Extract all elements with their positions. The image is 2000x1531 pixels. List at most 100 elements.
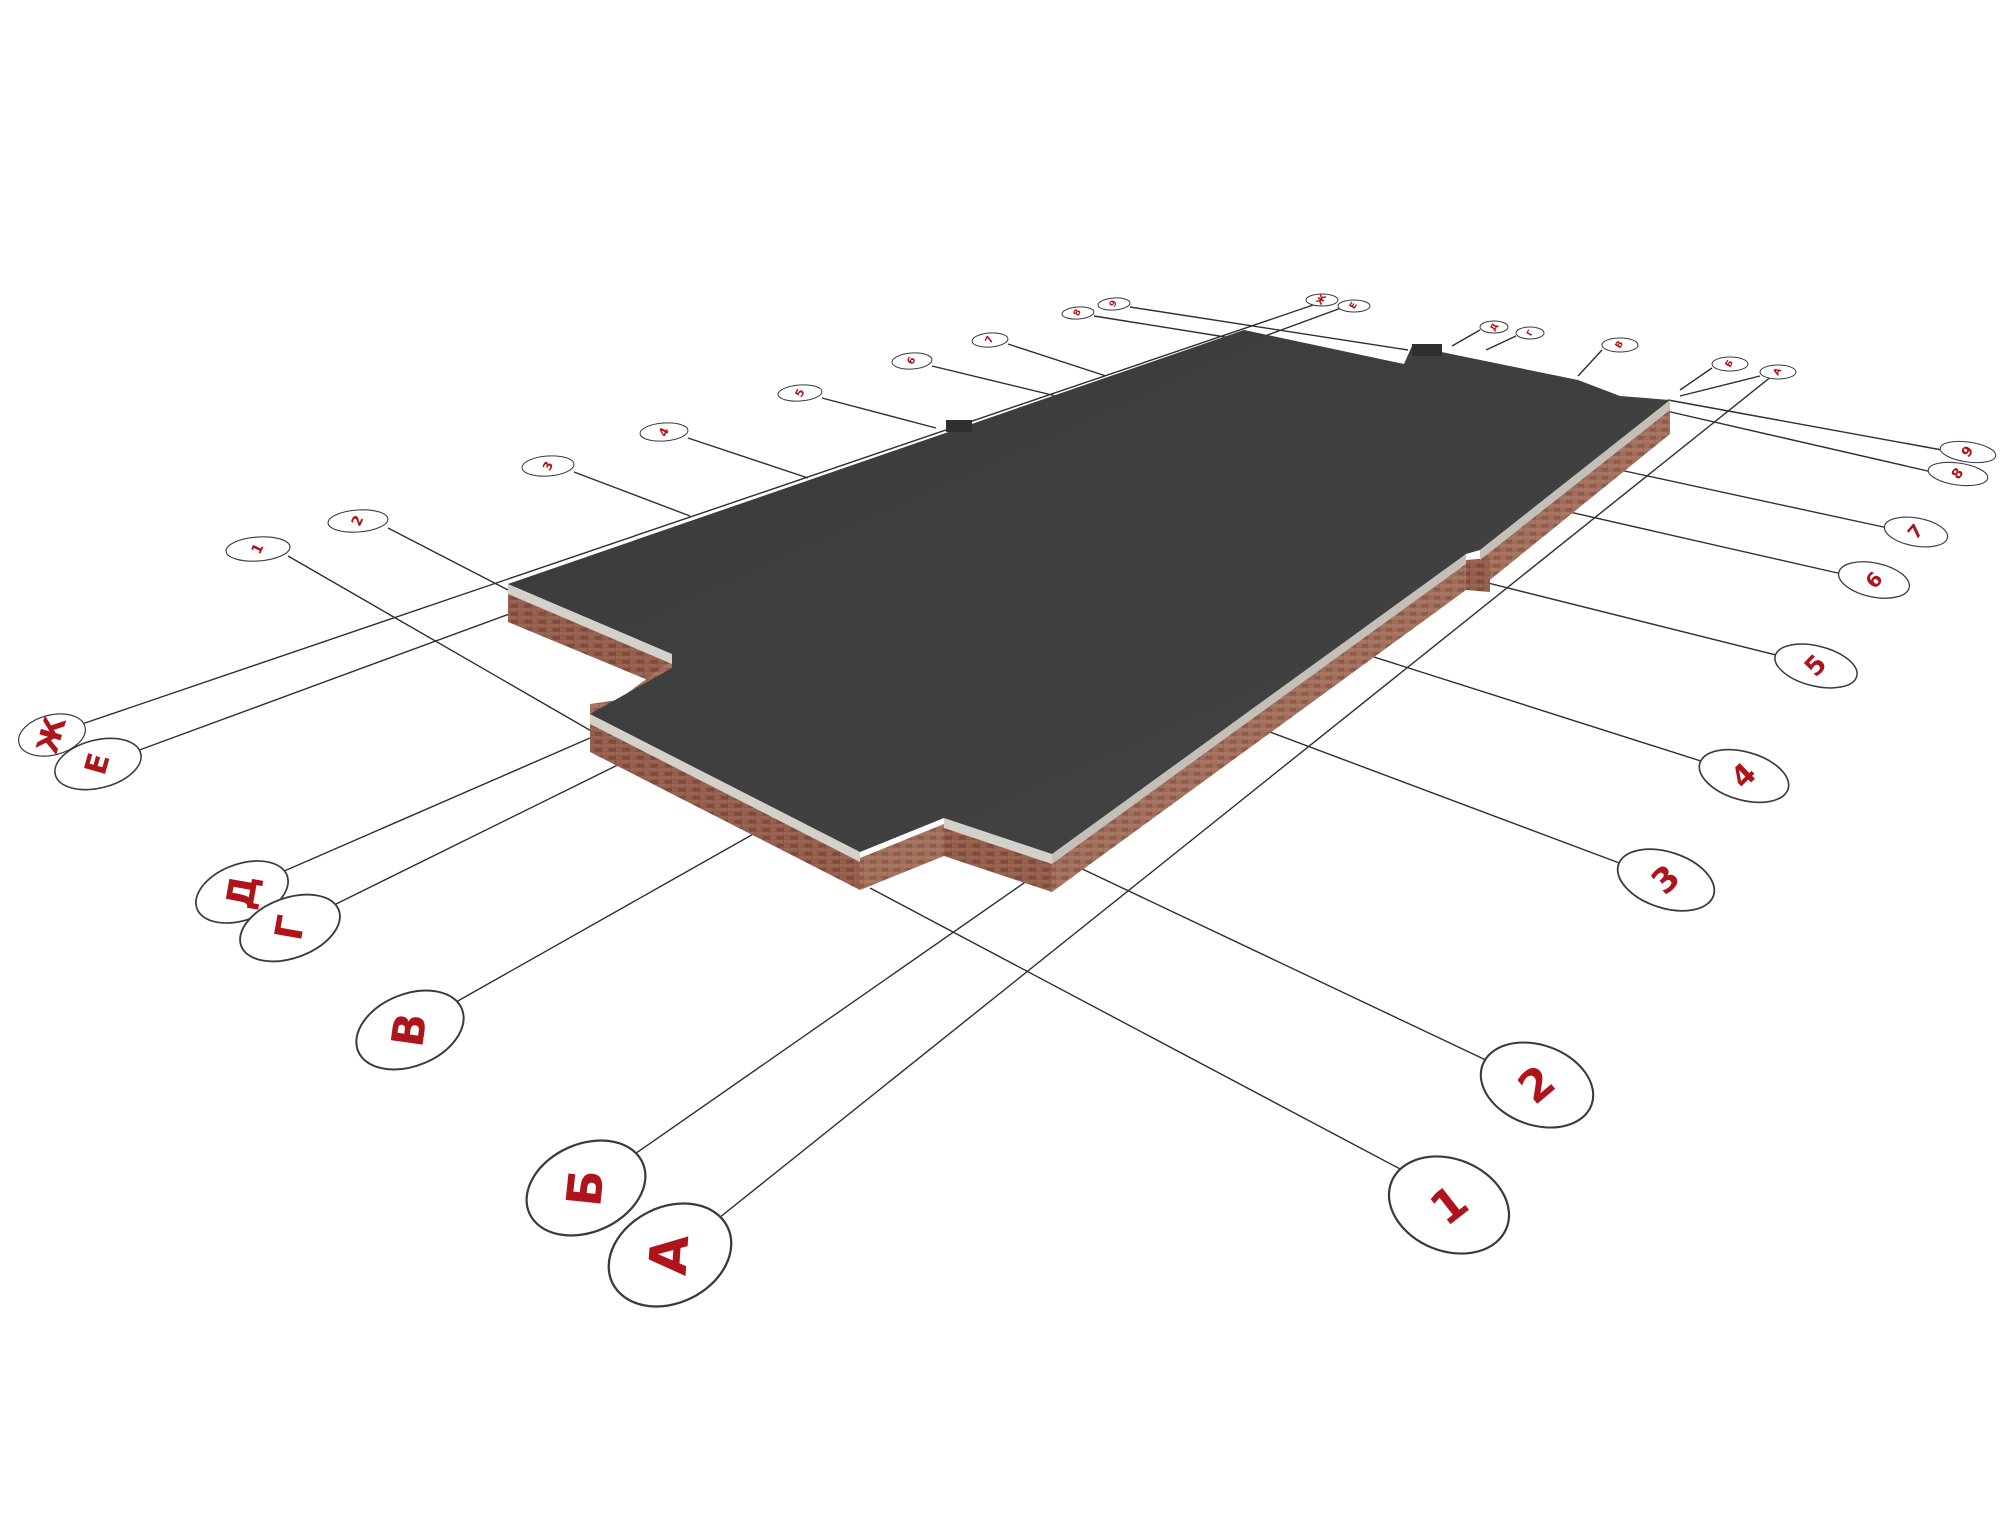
axis-leader-lines [81, 301, 1943, 1223]
bubble-outline [239, 893, 341, 963]
leader-fa [1679, 375, 1761, 397]
axis-bubble-fv: В [1601, 337, 1639, 353]
bubble-outline [1759, 364, 1797, 380]
axis-label: Д [1488, 322, 1499, 333]
axis-label: Г [1525, 329, 1535, 338]
wall-right-step [1466, 558, 1490, 592]
axis-label: Ж [1315, 293, 1329, 308]
leader-n7 [1619, 469, 1889, 529]
wall-left-1 [508, 590, 672, 690]
leader-f4 [687, 437, 809, 479]
wall-left-3 [944, 824, 1052, 892]
axis-bubble-f8: 8 [1061, 306, 1095, 320]
bubble-outline [1515, 326, 1545, 340]
axis-bubble-e: Е [54, 737, 142, 791]
axis-label: А [639, 1233, 702, 1277]
band-left-2 [590, 714, 860, 862]
leader-f7 [1007, 343, 1107, 377]
bubble-outline [1616, 848, 1716, 912]
bubble-outline [1337, 299, 1371, 313]
axis-bubble-a: А [607, 1202, 733, 1308]
wall-right-2 [1480, 404, 1670, 588]
leader-fb [1679, 367, 1713, 391]
wall-right-1 [1052, 560, 1466, 892]
axis-bubble-zh: Ж [18, 712, 86, 757]
band-left-1 [508, 584, 672, 664]
axis-label: Б [556, 1167, 616, 1209]
axis-bubble-n5: 5 [1774, 643, 1858, 689]
bubble-outline [1939, 440, 1997, 464]
axis-bubble-n4: 4 [1698, 748, 1790, 804]
bubble-outline [225, 536, 291, 562]
axis-bubble-f5: 5 [777, 384, 823, 402]
leader-f1 [287, 555, 601, 737]
axis-label: В [1614, 339, 1626, 350]
leader-n3 [1253, 725, 1623, 865]
axis-bubble-f2: 2 [327, 509, 389, 533]
leader-n4 [1351, 649, 1705, 763]
axis-bubble-n2: 2 [1479, 1041, 1595, 1129]
axis-label: Б [1724, 358, 1736, 369]
leader-f6 [931, 365, 1057, 397]
axis-label: 7 [984, 334, 997, 345]
leader-f3 [573, 471, 691, 517]
bubble-outline [1601, 337, 1639, 353]
bubble-outline [1305, 293, 1339, 307]
axis-bubble-fa: А [1759, 364, 1797, 380]
leader-a [713, 375, 1773, 1223]
bubble-outline [54, 737, 142, 791]
axis-label: 8 [1072, 308, 1084, 318]
axis-bubble-f4: 4 [639, 422, 689, 442]
leader-n9 [1667, 399, 1943, 451]
axis-bubble-n1: 1 [1387, 1155, 1511, 1255]
axis-bubble-n8: 8 [1927, 461, 1989, 487]
bubble-outline [1479, 1041, 1595, 1129]
bubble-outline [777, 384, 823, 402]
bubble-outline [1774, 643, 1858, 689]
axis-bubble-f9: 9 [1097, 297, 1131, 311]
bubble-outline [525, 1139, 647, 1237]
roof [508, 330, 1670, 854]
bubble-outline [1479, 320, 1509, 334]
axis-label: А [1772, 366, 1784, 377]
bubble-outline [639, 422, 689, 442]
bubble-outline [1698, 748, 1790, 804]
leader-f9 [1129, 306, 1409, 351]
axis-label: В [382, 1010, 437, 1050]
wall-left-2 [590, 720, 860, 890]
axis-bubble-fg: Г [1515, 326, 1545, 340]
axis-label: 9 [1108, 299, 1120, 309]
axis-bubble-f3: 3 [521, 455, 575, 477]
axis-bubble-n3: 3 [1616, 848, 1716, 912]
axis-bubble-n7: 7 [1883, 516, 1949, 548]
leader-f8 [1093, 315, 1245, 341]
bubble-outline [355, 989, 465, 1071]
leader-fv [1577, 349, 1603, 377]
bubble-outline [521, 455, 575, 477]
bubble-outline [971, 332, 1009, 348]
axis-bubble-v: В [355, 989, 465, 1071]
far-notch-1 [946, 420, 972, 432]
wall-step-a [860, 824, 944, 890]
leader-n8 [1661, 409, 1933, 473]
leader-fg [1485, 335, 1517, 351]
bubble-outline [607, 1202, 733, 1308]
leader-n5 [1475, 579, 1781, 657]
bubble-outline [1061, 306, 1095, 320]
bubble-outline [1711, 356, 1749, 372]
axis-bubble-fb: Б [1711, 356, 1749, 372]
band-right-1 [1052, 554, 1466, 864]
leader-d [281, 737, 591, 873]
axis-bubble-f6: 6 [891, 352, 933, 370]
leader-n6 [1551, 507, 1843, 575]
bubble-outline [18, 713, 86, 757]
bubble-outline [327, 509, 389, 533]
building-slab [508, 330, 1670, 892]
leader-g [331, 753, 641, 907]
axis-bubble-g: Г [239, 893, 341, 963]
band-right-2 [1480, 400, 1670, 560]
bubble-outline [1883, 516, 1949, 548]
bubble-outline [1837, 561, 1911, 599]
